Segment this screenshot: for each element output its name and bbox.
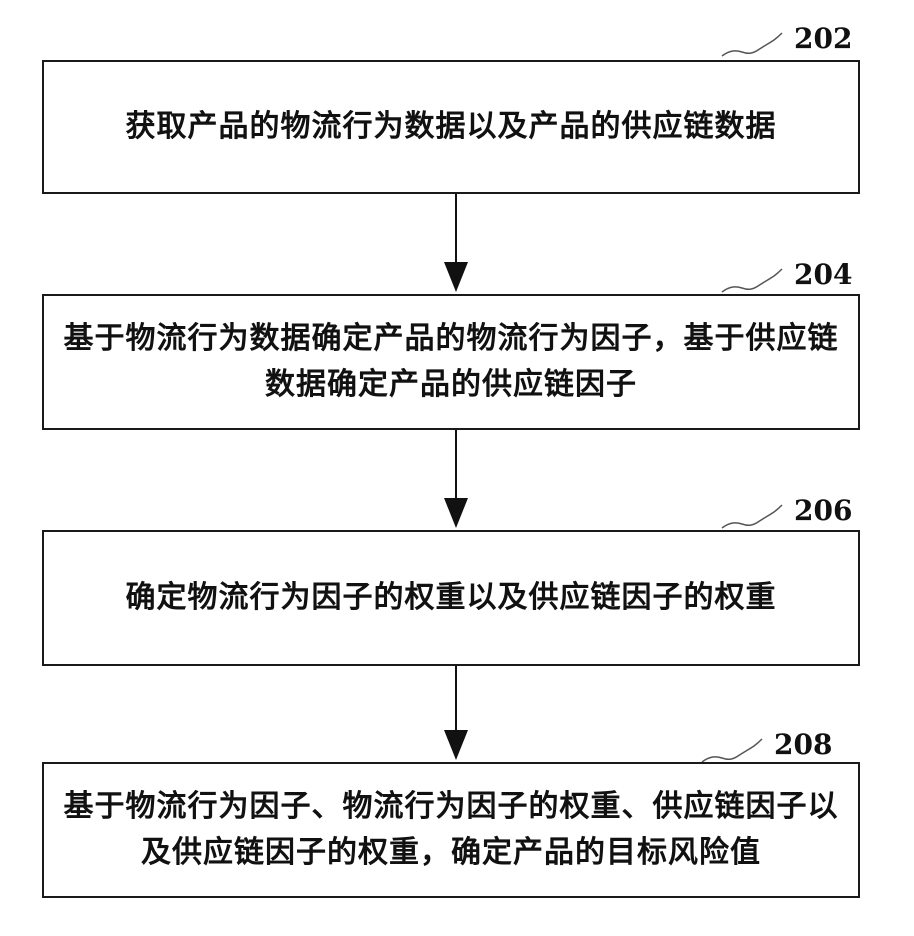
leader-squiggle-202 [722, 33, 782, 56]
arrow-202-to-204 [444, 194, 468, 292]
step-box-202: 获取产品的物流行为数据以及产品的供应链数据 [42, 60, 860, 194]
leader-squiggle-204 [722, 269, 782, 292]
step-number-206: 206 [794, 494, 852, 527]
arrow-204-to-206 [444, 430, 468, 528]
step-number-202: 202 [794, 22, 852, 55]
step-number-208: 208 [774, 728, 832, 761]
step-text-204: 基于物流行为数据确定产品的物流行为因子，基于供应链数据确定产品的供应链因子 [44, 316, 858, 408]
step-text-206: 确定物流行为因子的权重以及供应链因子的权重 [114, 575, 789, 621]
leader-squiggle-208 [702, 739, 762, 762]
arrow-206-to-208 [444, 666, 468, 760]
step-box-206: 确定物流行为因子的权重以及供应链因子的权重 [42, 530, 860, 666]
step-text-202: 获取产品的物流行为数据以及产品的供应链数据 [114, 104, 789, 150]
step-box-204: 基于物流行为数据确定产品的物流行为因子，基于供应链数据确定产品的供应链因子 [42, 294, 860, 430]
step-number-204: 204 [794, 258, 852, 291]
step-box-208: 基于物流行为因子、物流行为因子的权重、供应链因子以及供应链因子的权重，确定产品的… [42, 762, 860, 898]
step-text-208: 基于物流行为因子、物流行为因子的权重、供应链因子以及供应链因子的权重，确定产品的… [44, 784, 858, 876]
leader-squiggle-206 [722, 505, 782, 528]
